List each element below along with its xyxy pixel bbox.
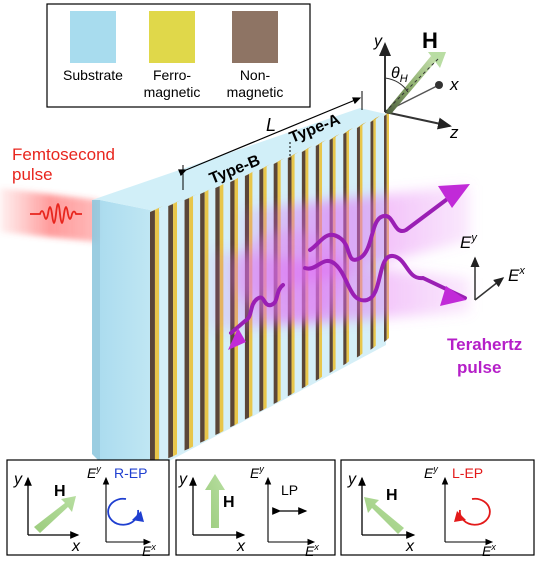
stripe-top: [184, 194, 198, 200]
panel1-ey-label: Ey: [87, 464, 101, 481]
legend-label-nonmagnetic-1: Non-: [240, 67, 271, 83]
length-dimension: [177, 91, 363, 190]
terahertz-label-2: pulse: [457, 358, 501, 377]
stripe-ferromagnetic: [173, 202, 178, 457]
terahertz-waves: [229, 198, 467, 335]
femtosecond-label-1: Femtosecond: [12, 145, 115, 164]
stripe-top: [150, 206, 163, 212]
stripe-nonmagnetic: [184, 198, 190, 451]
stripe-top: [200, 188, 213, 194]
legend-label-substrate: Substrate: [63, 67, 123, 83]
terahertz-label-1: Terahertz: [447, 335, 522, 354]
panel1-ex-label: Ex: [142, 542, 156, 559]
legend-label-nonmagnetic-2: magnetic: [227, 84, 284, 100]
panel3-ey-label: Ey: [424, 464, 438, 481]
panel1-h-arrow: [34, 496, 76, 533]
terahertz-wave-back: [229, 283, 285, 335]
efield-ey-label: Ey: [460, 232, 478, 252]
panel2-pol-label: LP: [281, 482, 298, 498]
terahertz-wave-upper: [308, 198, 448, 262]
panel2-ex-label: Ex: [305, 542, 319, 559]
axis-z-label: z: [449, 123, 459, 142]
terahertz-wave-lower: [303, 254, 467, 303]
panel3-pol-label: L-EP: [452, 465, 483, 481]
stripe-nonmagnetic: [200, 192, 205, 443]
terahertz-arrowhead-lower: [440, 286, 466, 306]
terahertz-arrowhead-upper: [438, 184, 470, 208]
panel3-y-label: y: [347, 471, 357, 488]
legend-swatch-ferromagnetic: [149, 11, 195, 63]
length-label: L: [266, 115, 276, 135]
panel3-h-arrow: [364, 497, 404, 534]
axis-x-label: x: [449, 75, 459, 94]
panel-l-ep: [340, 459, 535, 556]
stripe-ferromagnetic: [204, 190, 209, 441]
panel3-x-label: x: [405, 538, 415, 555]
legend-label-ferromagnetic-2: magnetic: [144, 84, 201, 100]
femtosecond-waveform: [30, 203, 82, 224]
panel3-ex-label: Ex: [482, 542, 496, 559]
stripe-nonmagnetic: [150, 210, 155, 466]
panel2-h-label: H: [223, 494, 235, 511]
panel1-y-label: y: [13, 471, 23, 488]
stripe-nonmagnetic: [168, 204, 174, 459]
efield-ex-label: Ex: [508, 265, 525, 285]
panel-lp: [175, 459, 336, 556]
legend-label-ferromagnetic-1: Ferro-: [153, 67, 191, 83]
panel3-h-label: H: [386, 487, 398, 504]
panel2-h-arrow: [205, 474, 225, 528]
panel1-pol-label: R-EP: [114, 465, 147, 481]
legend-swatch-substrate: [70, 11, 116, 63]
stripe-top: [230, 176, 243, 182]
panel1-h-label: H: [54, 483, 66, 500]
panel2-ey-label: Ey: [250, 464, 264, 481]
stripe-ferromagnetic: [189, 196, 194, 449]
panel2-y-label: y: [178, 471, 188, 488]
stripe-top: [168, 200, 182, 206]
legend-swatch-nonmagnetic: [232, 11, 278, 63]
panel2-x-label: x: [236, 538, 246, 555]
panel-r-ep: [6, 459, 170, 556]
femtosecond-label-2: pulse: [12, 165, 53, 184]
terahertz-arrowhead-back: [228, 328, 246, 350]
stripe-top: [370, 116, 380, 122]
efield-axes: [470, 256, 505, 301]
legend: Substrate Ferro- magnetic Non- magnetic: [46, 3, 311, 108]
panel1-x-label: x: [71, 538, 81, 555]
axis-y-label: y: [373, 33, 383, 50]
femtosecond-beam: [0, 188, 98, 242]
axis-h-label: H: [422, 28, 438, 53]
axis-theta-label: θH: [391, 65, 408, 85]
stripe-ferromagnetic: [154, 208, 159, 464]
coordinate-frame: [379, 42, 452, 130]
polarization-panels: [6, 459, 535, 556]
